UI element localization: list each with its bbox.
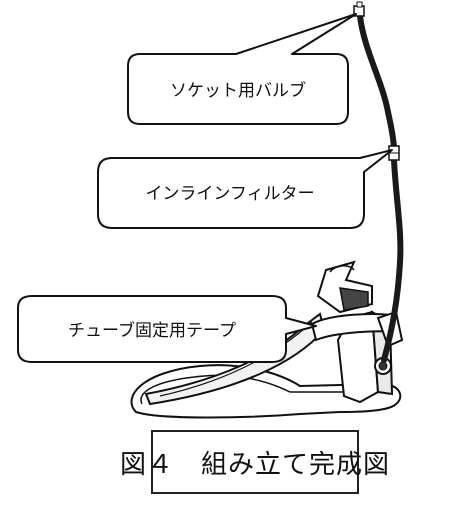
callout-inline-filter: インラインフィルター [97, 149, 393, 229]
prosthetic-foot [130, 260, 404, 419]
adapter-pyramid [329, 265, 355, 273]
foot-sole-inner [140, 374, 386, 405]
figure-caption-box: 図４ 組み立て完成図 [120, 430, 389, 494]
vacuum-tube [353, 1, 404, 363]
valve-port-inner [378, 361, 388, 371]
callout-bubble [17, 295, 317, 363]
socket-valve-cap [356, 1, 363, 8]
callout-bubble [97, 149, 393, 229]
callout-bubble [127, 13, 357, 125]
callout-tube-fixing-tape: チューブ固定用テープ [17, 295, 317, 363]
tube-lower [381, 157, 404, 363]
callout-label: インラインフィルター [145, 184, 314, 204]
callout-socket-valve: ソケット用バルブ [127, 13, 357, 125]
foot-sole-outline [130, 364, 402, 419]
tube-upper [357, 13, 397, 153]
figure-caption: 図４ 組み立て完成図 [120, 449, 391, 480]
callout-label: ソケット用バルブ [170, 80, 306, 101]
foot-blade-line [159, 321, 313, 397]
socket-adapter-dark [339, 287, 369, 311]
callout-label: チューブ固定用テープ [68, 320, 236, 341]
